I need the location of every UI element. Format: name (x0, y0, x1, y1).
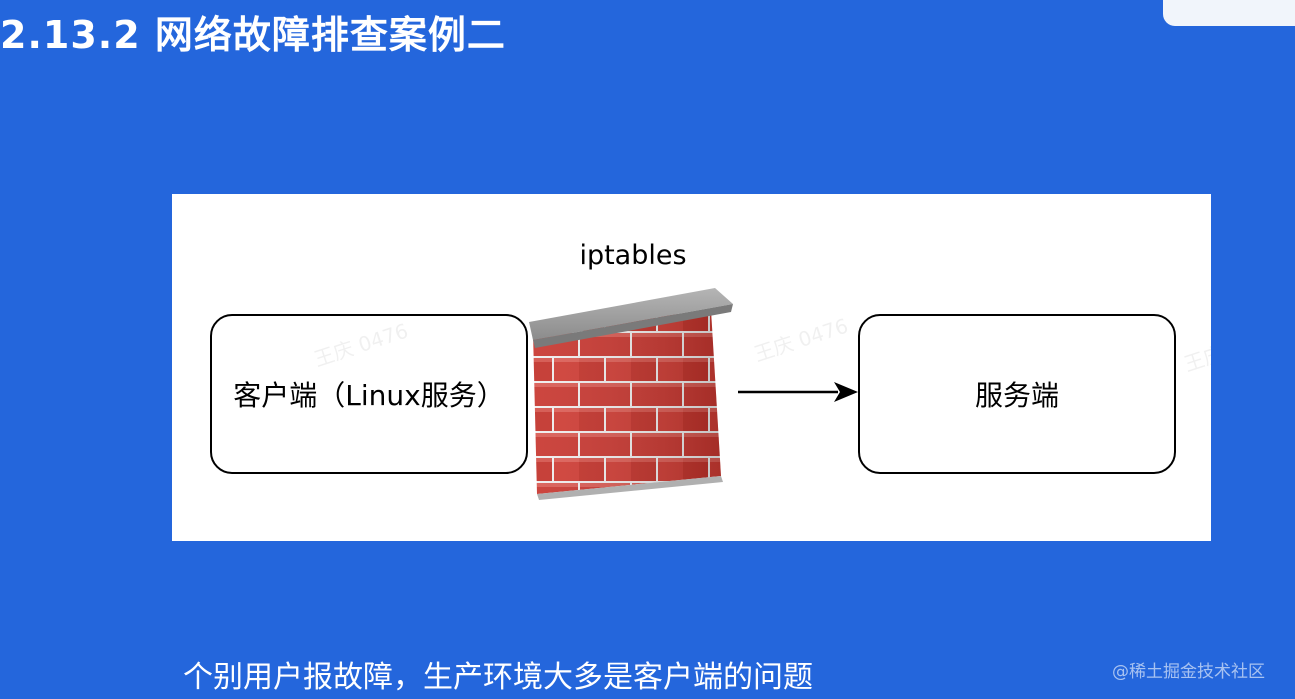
corner-card (1163, 0, 1295, 26)
slide-title: 2.13.2 网络故障排查案例二 (0, 13, 506, 57)
firewall-label: iptables (579, 240, 687, 271)
firewall-brick-wall-icon (529, 288, 733, 500)
server-node: 服务端 (858, 314, 1176, 474)
diagram-panel: 王庆 0476 王庆 0476 王庆 0476 客户端（Linux服务） ipt… (172, 194, 1211, 541)
server-label: 服务端 (974, 379, 1059, 412)
slide-caption: 个别用户报故障，生产环境大多是客户端的问题 (183, 660, 813, 695)
connection-arrow (738, 382, 858, 402)
watermark: 王庆 0476 (1181, 323, 1211, 377)
watermark: 王庆 0476 (751, 313, 852, 367)
source-watermark: @稀土掘金技术社区 (1112, 662, 1265, 682)
client-label: 客户端（Linux服务） (233, 379, 505, 412)
client-node: 客户端（Linux服务） (210, 314, 528, 474)
